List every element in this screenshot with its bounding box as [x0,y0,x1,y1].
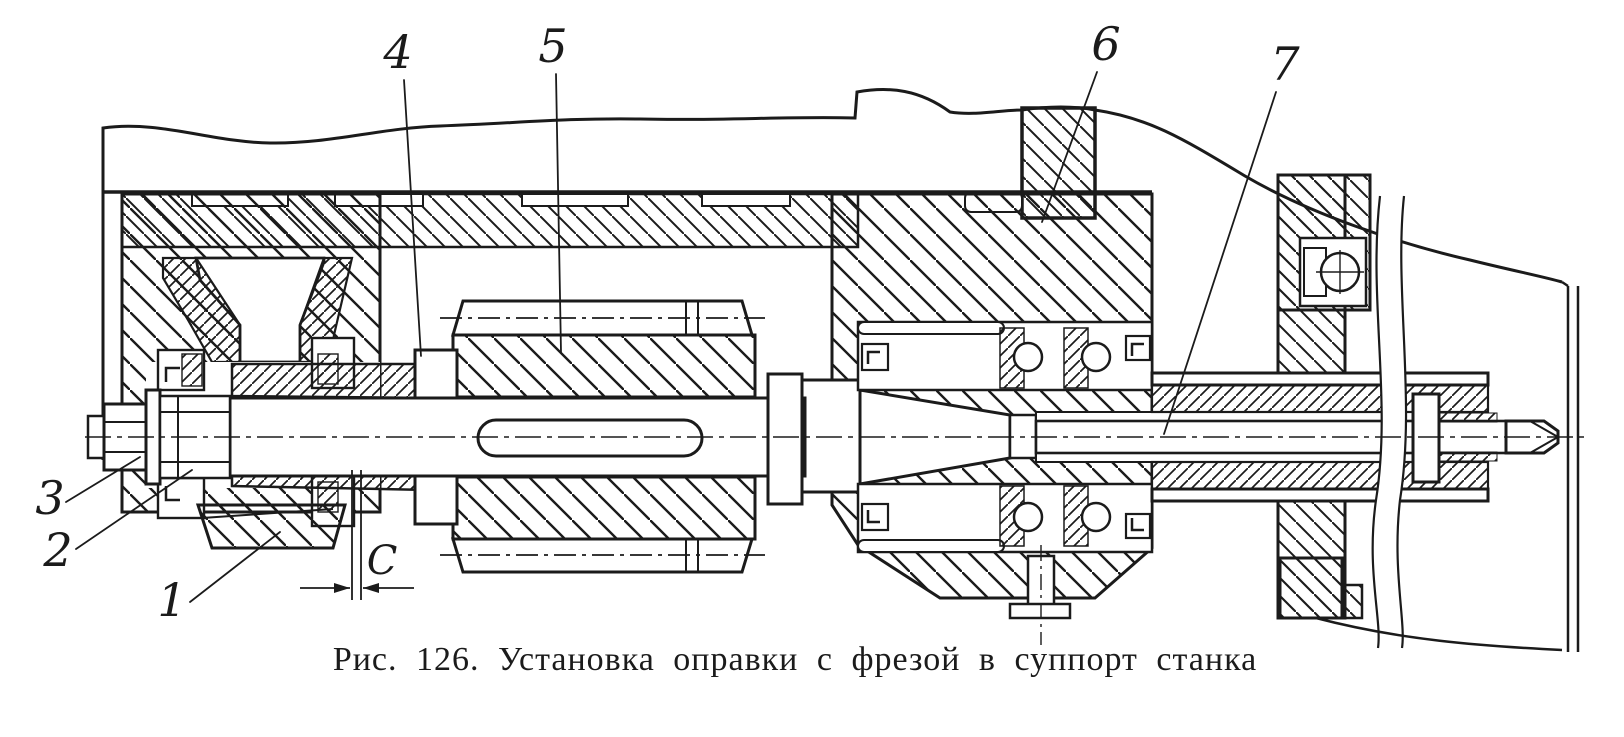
ball-bearing [1012,501,1044,533]
bottom-cap [195,503,347,550]
clamp-stud [1008,545,1072,645]
callout-6: 6 [1041,17,1121,223]
cone-bush-top [230,362,430,400]
body-fill [103,89,1562,283]
seal-ring [1124,512,1152,540]
callout-3: 3 [35,456,141,525]
callout-6-label: 6 [1091,17,1120,71]
callout-5-label: 5 [538,19,567,73]
spacer-ring [766,372,804,506]
break-lines [1371,195,1408,649]
sleeve-cap-bottom [1150,487,1490,503]
callout-7-label: 7 [1270,37,1300,91]
dimension-c-label: C [367,538,398,584]
callout-2: 2 [42,469,193,577]
seal-ring [1124,334,1152,362]
callout-1: 1 [157,531,281,627]
sleeve-cap-top [1150,371,1490,387]
bottom-contour [1315,616,1563,652]
callout-4-label: 4 [382,25,412,79]
callout-4: 4 [382,25,422,357]
locating-ring-top [413,348,459,400]
arbor-collar [800,378,862,494]
callout-7: 7 [1163,37,1300,435]
column-foot [1278,556,1344,620]
callout-2-label: 2 [42,523,72,577]
support-housing [800,192,1157,645]
ball-bearing [1012,341,1044,373]
arrow-right-icon [334,583,350,593]
figure-caption: Рис. 126. Установка оправки с фрезой в с… [333,641,1257,678]
drawbar-end [1315,280,1580,652]
upper-bearing-assembly [856,320,1154,392]
keyway-slot [476,418,704,458]
callouts: 1 2 3 4 5 6 7 [35,17,1300,627]
callout-3-label: 3 [35,471,64,525]
locating-ring-bottom [413,474,459,526]
seal-ring [860,502,890,532]
cutter-hub-top [451,333,757,399]
callout-1-label: 1 [157,573,186,627]
seal-ring [860,342,890,372]
milling-cutter [440,299,765,574]
ball-bearing [1080,341,1112,373]
lower-bearing-assembly [856,482,1154,554]
dimension-c: C [300,470,414,600]
column-bearing [1298,236,1368,308]
callout-5: 5 [538,19,568,353]
column-foot-step [1340,583,1364,620]
cutter-hub-bottom [451,475,757,541]
arrow-left-icon [363,583,379,593]
ball-bearing [1080,501,1112,533]
locknut-washer [1411,392,1441,484]
